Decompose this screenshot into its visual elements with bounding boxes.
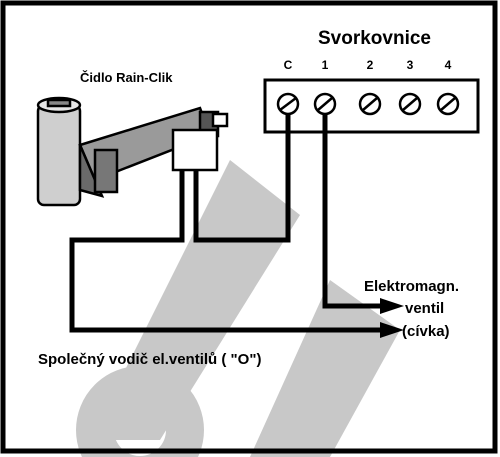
rain-clik-sensor — [36, 96, 229, 207]
terminal-label-1: 1 — [321, 58, 329, 72]
sensor-label: Čidlo Rain-Clik — [80, 70, 173, 85]
terminal-screws — [276, 92, 460, 116]
valve-label-line2: ventil — [405, 300, 445, 317]
terminal-label-2: 2 — [366, 58, 374, 72]
terminal-label-4: 4 — [444, 58, 452, 72]
common-arrow — [380, 322, 404, 338]
wires — [69, 114, 380, 333]
valve-label-line1: Elektromagn. — [364, 278, 460, 295]
wire-terminal1-valve — [322, 114, 380, 309]
common-wire-label: Společný vodič el.ventilů ( "O") — [38, 351, 262, 368]
terminal-label-3: 3 — [406, 58, 414, 72]
wire-sensor-common — [69, 170, 380, 333]
watermark — [76, 160, 400, 457]
valve-label-line3: (cívka) — [402, 323, 450, 340]
terminal-label-c: C — [283, 58, 293, 72]
wire-sensor-to-c — [193, 114, 291, 243]
arrowheads — [380, 298, 404, 338]
terminal-block-title: Svorkovnice — [318, 28, 431, 49]
valve-arrow — [380, 298, 404, 314]
